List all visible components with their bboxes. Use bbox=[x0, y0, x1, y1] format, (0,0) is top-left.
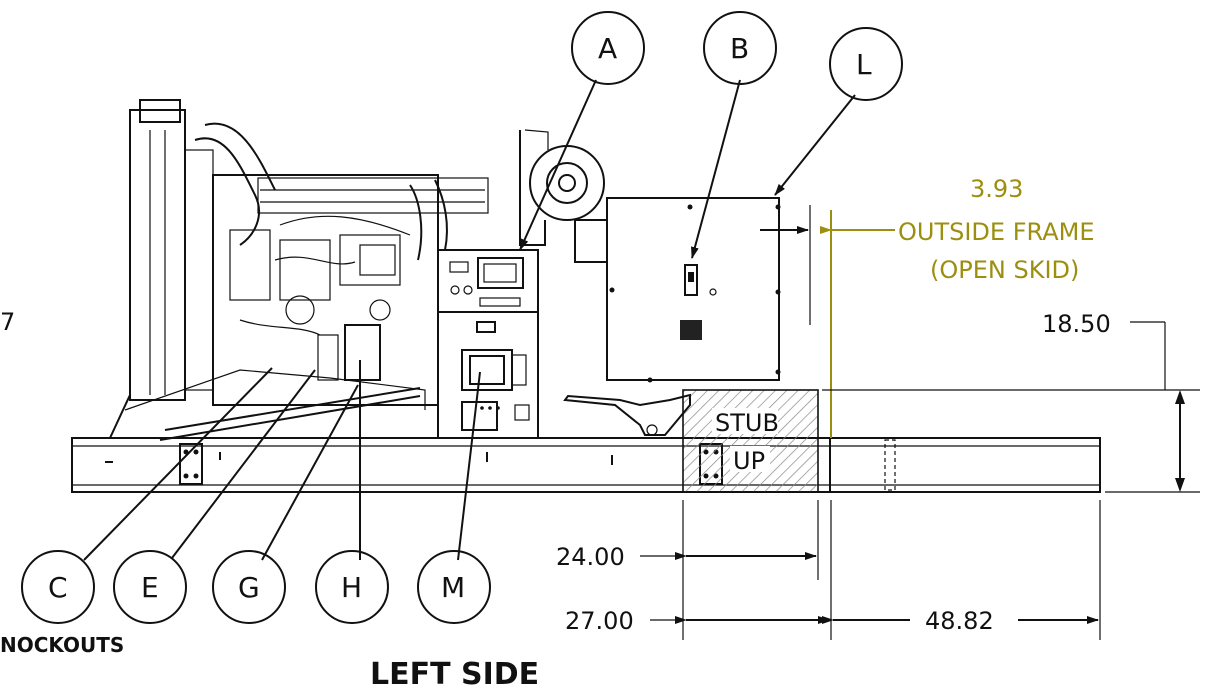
stub-label: STUB bbox=[715, 409, 779, 437]
balloon-b bbox=[703, 11, 777, 85]
edge-fragment-value: 7 bbox=[0, 308, 15, 336]
outside-frame-value: 3.93 bbox=[970, 175, 1023, 203]
stub-outer-value: 27.00 bbox=[565, 607, 634, 635]
stub-up-area bbox=[682, 389, 819, 493]
radiator bbox=[109, 99, 214, 439]
knockouts-label: NOCKOUTS bbox=[0, 633, 124, 657]
control-panel bbox=[437, 249, 539, 439]
engine-block bbox=[124, 122, 489, 441]
balloon-m-label: M bbox=[441, 571, 465, 604]
breaker-enclosure bbox=[574, 197, 781, 383]
balloon-c bbox=[21, 550, 95, 624]
leader-lines bbox=[83, 79, 856, 561]
lifting-bracket bbox=[563, 393, 691, 436]
balloon-g-label: G bbox=[238, 571, 260, 604]
stub-dimensions bbox=[640, 500, 1101, 640]
balloon-a bbox=[571, 11, 645, 85]
skid-base bbox=[71, 437, 1101, 493]
skid-extension-value: 48.82 bbox=[925, 607, 994, 635]
air-cleaner bbox=[519, 129, 605, 246]
balloon-m bbox=[417, 550, 491, 624]
balloon-c-label: C bbox=[48, 571, 68, 604]
up-label: UP bbox=[733, 447, 765, 475]
outside-frame-dimension bbox=[760, 205, 895, 438]
balloon-h-label: H bbox=[341, 571, 362, 604]
height-dimension bbox=[822, 321, 1200, 493]
stub-width-value: 24.00 bbox=[556, 543, 625, 571]
balloon-l bbox=[829, 27, 903, 101]
balloon-g bbox=[212, 550, 286, 624]
balloon-a-label: A bbox=[598, 32, 617, 65]
balloon-h bbox=[315, 550, 389, 624]
outside-frame-label: OUTSIDE FRAME bbox=[898, 218, 1095, 246]
open-skid-label: (OPEN SKID) bbox=[930, 256, 1079, 284]
balloon-e bbox=[113, 550, 187, 624]
balloon-b-label: B bbox=[730, 32, 749, 65]
view-title: LEFT SIDE bbox=[370, 657, 539, 691]
height-dimension-value: 18.50 bbox=[1042, 310, 1111, 338]
balloon-l-label: L bbox=[856, 48, 872, 81]
balloon-e-label: E bbox=[141, 571, 159, 604]
